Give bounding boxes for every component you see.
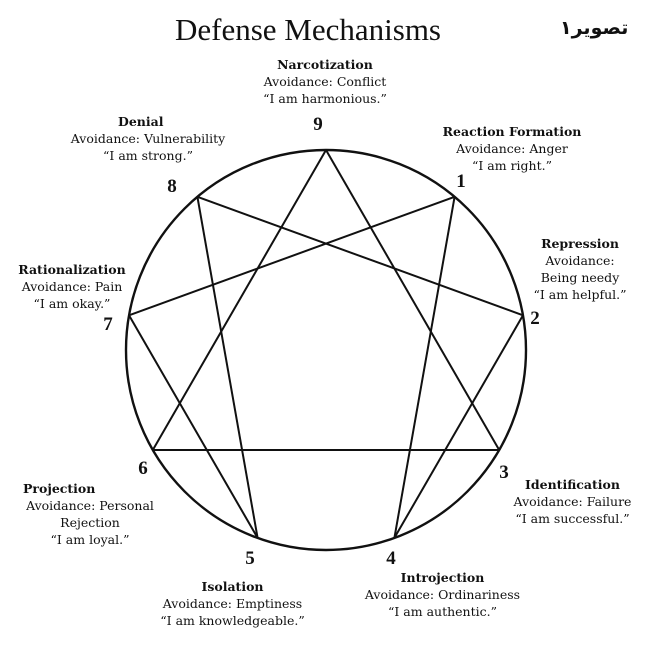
point-label-5: Isolation Avoidance: Emptiness “I am kno…	[150, 578, 315, 629]
connection-line-7-1	[128, 195, 455, 317]
connection-line-1-4	[393, 196, 456, 539]
point-name: Narcotization	[277, 57, 373, 72]
figure-caption: تصویر۱	[560, 17, 629, 39]
connection-line-8-5	[196, 196, 259, 539]
diagram-title: Defense Mechanisms	[175, 12, 441, 47]
point-line: Being needy	[540, 270, 620, 285]
point-number-1: 1	[456, 171, 466, 192]
point-label-4: Introjection Avoidance: Ordinariness “I …	[355, 569, 530, 620]
point-number-8: 8	[167, 176, 177, 197]
point-number-9: 9	[313, 114, 323, 135]
point-label-2: Repression Avoidance: Being needy “I am …	[520, 235, 640, 303]
point-number-5: 5	[245, 548, 255, 569]
connection-line-9-3	[325, 149, 501, 451]
point-label-1: Reaction Formation Avoidance: Anger “I a…	[432, 123, 592, 174]
point-line: “I am okay.”	[33, 296, 111, 311]
point-number-2: 2	[530, 308, 540, 329]
connection-lines	[128, 149, 524, 539]
point-line: Rejection	[60, 515, 120, 530]
point-name: Isolation	[201, 579, 264, 594]
point-line: Avoidance: Anger	[456, 141, 568, 156]
point-line: Avoidance: Conflict	[263, 74, 387, 89]
point-line: Avoidance:	[545, 253, 615, 268]
enneagram-circle	[124, 148, 528, 552]
point-line: “I am right.”	[472, 158, 552, 173]
point-line: “I am helpful.”	[533, 287, 627, 302]
point-number-3: 3	[499, 462, 509, 483]
point-line: Avoidance: Emptiness	[162, 596, 303, 611]
point-name: Identification	[525, 477, 620, 492]
point-label-6: Projection Avoidance: Personal Rejection…	[10, 480, 170, 548]
point-label-9: Narcotization Avoidance: Conflict “I am …	[245, 56, 405, 107]
point-line: Avoidance: Ordinariness	[364, 587, 521, 602]
point-label-8: Denial Avoidance: Vulnerability “I am st…	[58, 113, 238, 164]
point-name: Reaction Formation	[442, 124, 582, 139]
point-name: Introjection	[400, 570, 485, 585]
point-number-6: 6	[138, 458, 148, 479]
connection-line-4-2	[393, 314, 524, 539]
connection-line-6-9	[151, 149, 327, 451]
point-line: “I am loyal.”	[50, 532, 130, 547]
connection-line-2-8	[197, 195, 524, 317]
point-line: “I am strong.”	[103, 148, 193, 163]
point-number-7: 7	[103, 314, 113, 335]
point-line: “I am successful.”	[515, 511, 630, 526]
point-label-7: Rationalization Avoidance: Pain “I am ok…	[12, 261, 132, 312]
point-label-3: Identification Avoidance: Failure “I am …	[500, 476, 645, 527]
point-line: Avoidance: Vulnerability	[70, 131, 226, 146]
point-number-4: 4	[386, 548, 396, 569]
point-name: Repression	[541, 236, 619, 251]
point-line: Avoidance: Personal	[26, 498, 154, 513]
point-name: Rationalization	[18, 262, 126, 277]
point-line: “I am harmonious.”	[263, 91, 387, 106]
point-line: Avoidance: Pain	[21, 279, 123, 294]
point-line: “I am knowledgeable.”	[160, 613, 305, 628]
point-name: Projection	[23, 481, 96, 496]
point-line: Avoidance: Failure	[513, 494, 632, 509]
point-name: Denial	[118, 114, 164, 129]
point-line: “I am authentic.”	[388, 604, 497, 619]
connection-line-5-7	[128, 314, 259, 539]
